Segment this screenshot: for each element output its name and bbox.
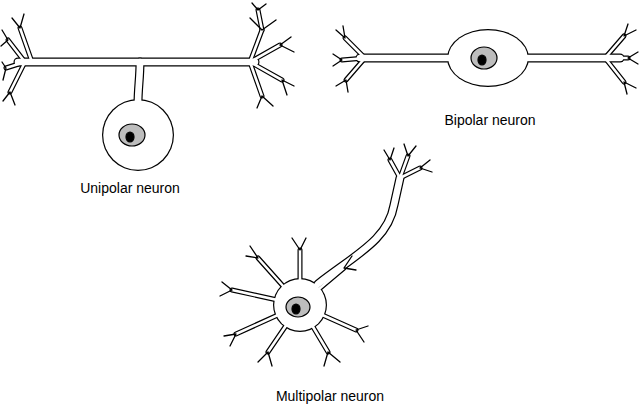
neuron-type-label: Multipolar neuron (274, 388, 386, 405)
dendrite-twigs (1, 3, 638, 366)
neuron-type-label: Bipolar neuron (442, 112, 537, 129)
neuron-type-label: Unipolar neuron (78, 180, 182, 197)
neuron-outline (6, 10, 628, 352)
